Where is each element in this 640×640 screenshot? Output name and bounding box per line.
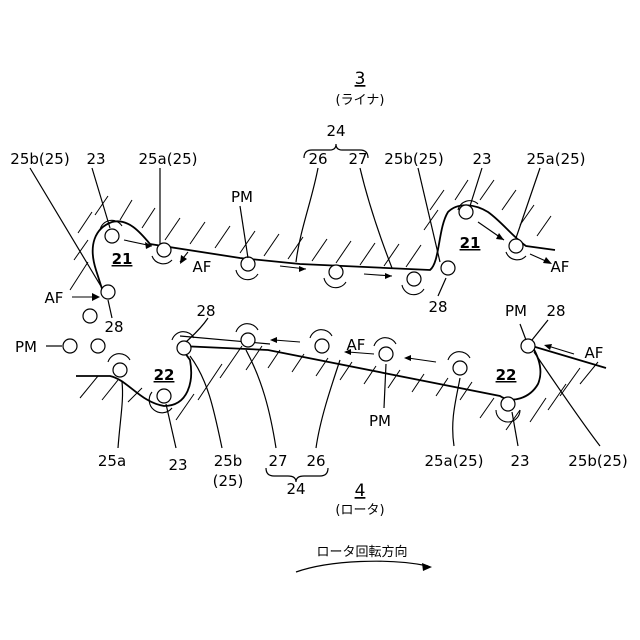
- br-28: 28: [546, 302, 565, 320]
- tl-af-out: AF: [193, 258, 212, 276]
- br-22: 22: [496, 366, 517, 384]
- roller-pm-b1: [241, 333, 255, 347]
- tl-25b: 25b(25): [10, 150, 69, 168]
- liner-number: 3: [355, 69, 366, 89]
- tr-25b: 25b(25): [384, 150, 443, 168]
- bl-22: 22: [154, 366, 175, 384]
- br-23: 23: [510, 452, 529, 470]
- roller-28-left: [101, 285, 115, 299]
- roller-pm-b3: [379, 347, 393, 361]
- bl-25a: 25a: [98, 452, 126, 470]
- top-26: 26: [308, 150, 327, 168]
- top-27: 27: [348, 150, 367, 168]
- roller-28-right: [441, 261, 455, 275]
- tr-21: 21: [460, 234, 481, 252]
- roller-pm-2: [329, 265, 343, 279]
- free-pm-particles: [46, 309, 105, 353]
- tl-21: 21: [112, 250, 133, 268]
- roller-28-br: [521, 339, 535, 353]
- bot-27: 27: [268, 452, 287, 470]
- br-af: AF: [585, 344, 604, 362]
- tl-28: 28: [104, 318, 123, 336]
- roller-25a-left: [157, 243, 171, 257]
- tl-25a: 25a(25): [138, 150, 197, 168]
- rotor-name: (ロータ): [335, 503, 384, 518]
- pm-bottom: PM: [369, 412, 391, 430]
- liner-pm-rollers: [101, 205, 523, 299]
- liner-name: (ライナ): [336, 93, 385, 108]
- top-24: 24: [326, 122, 345, 140]
- roller-28-bl: [177, 341, 191, 355]
- roller-pm-3: [407, 272, 421, 286]
- roller-25a-right: [509, 239, 523, 253]
- bl-25b-sub: (25): [213, 472, 244, 490]
- bot-26: 26: [306, 452, 325, 470]
- roller-25a-bl: [113, 363, 127, 377]
- br-25a: 25a(25): [424, 452, 483, 470]
- bot-24: 24: [286, 480, 305, 498]
- roller-pm-b4: [453, 361, 467, 375]
- tl-af-in: AF: [45, 289, 64, 307]
- roller-23-left: [105, 229, 119, 243]
- pm-top: PM: [231, 188, 253, 206]
- pm-left: PM: [15, 338, 37, 356]
- rotor-number: 4: [355, 481, 366, 501]
- tr-28: 28: [428, 298, 447, 316]
- roller-pm-b2: [315, 339, 329, 353]
- tl-23: 23: [86, 150, 105, 168]
- text-labels: 3 (ライナ) 24 26 27 25b(25) 23 25a(25) 21 2…: [10, 69, 627, 560]
- br-pm: PM: [505, 302, 527, 320]
- roller-pm-1: [241, 257, 255, 271]
- br-25b: 25b(25): [568, 452, 627, 470]
- roller-23-bl: [157, 389, 171, 403]
- roller-23-br: [501, 397, 515, 411]
- rotor-pm-rollers: [113, 333, 535, 411]
- rotation-direction-arrow: [296, 561, 432, 572]
- bottom-af: AF: [347, 336, 366, 354]
- tr-25a: 25a(25): [526, 150, 585, 168]
- tr-af: AF: [551, 258, 570, 276]
- rotor-hatching: [80, 346, 598, 430]
- bl-28: 28: [196, 302, 215, 320]
- roller-23-right: [459, 205, 473, 219]
- bl-25b: 25b: [214, 452, 243, 470]
- tr-23: 23: [472, 150, 491, 168]
- bl-23: 23: [168, 456, 187, 474]
- rotation-label: ロータ回転方向: [316, 544, 407, 560]
